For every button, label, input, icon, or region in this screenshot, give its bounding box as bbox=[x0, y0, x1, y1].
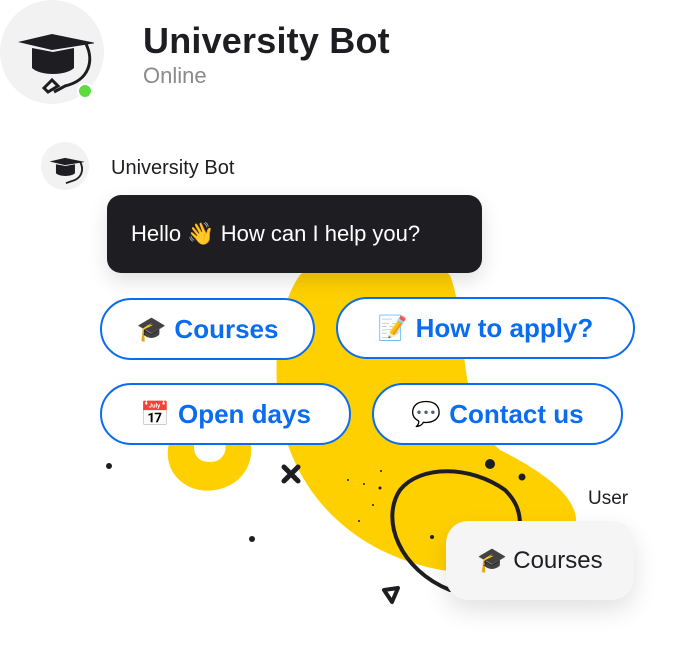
quick-reply-courses[interactable]: 🎓Courses bbox=[100, 298, 315, 360]
quick-reply-label: Courses bbox=[174, 313, 279, 344]
user-message-text: Courses bbox=[513, 546, 603, 574]
online-status-dot bbox=[77, 83, 93, 99]
user-message-bubble: 🎓Courses bbox=[446, 521, 634, 600]
graduation-cap-icon: 🎓 bbox=[136, 315, 167, 343]
quick-reply-contact-us[interactable]: 💬Contact us bbox=[372, 383, 623, 445]
graduation-cap-icon bbox=[18, 34, 94, 94]
quick-reply-label: How to apply? bbox=[415, 312, 594, 343]
bot-status: Online bbox=[143, 63, 207, 88]
message-avatar bbox=[41, 142, 89, 190]
memo-icon: 📝 bbox=[377, 314, 408, 342]
quick-reply-label: Contact us bbox=[449, 398, 584, 429]
yellow-loop bbox=[167, 440, 252, 491]
x-mark-icon bbox=[281, 464, 301, 484]
quick-reply-open-days[interactable]: 📅Open days bbox=[100, 383, 351, 445]
quick-reply-how-to-apply[interactable]: 📝How to apply? bbox=[336, 297, 635, 359]
message-text-question: How can I help you? bbox=[220, 221, 421, 246]
message-text-greeting: Hello bbox=[131, 221, 182, 246]
graduation-cap-icon: 🎓 bbox=[477, 547, 508, 574]
speech-bubble-icon: 💬 bbox=[411, 400, 442, 428]
message-sender: University Bot bbox=[111, 157, 235, 179]
graduation-cap-icon bbox=[49, 157, 84, 185]
triangle-scribble bbox=[382, 586, 400, 604]
bot-message-bubble: Hello 👋 How can I help you? bbox=[107, 195, 482, 273]
calendar-icon: 📅 bbox=[140, 400, 170, 428]
black-circle-scribble bbox=[390, 469, 522, 592]
bot-title: University Bot bbox=[143, 20, 390, 61]
quick-reply-label: Open days bbox=[177, 398, 311, 429]
user-sender: User bbox=[588, 488, 629, 509]
wave-icon: 👋 bbox=[187, 221, 215, 246]
